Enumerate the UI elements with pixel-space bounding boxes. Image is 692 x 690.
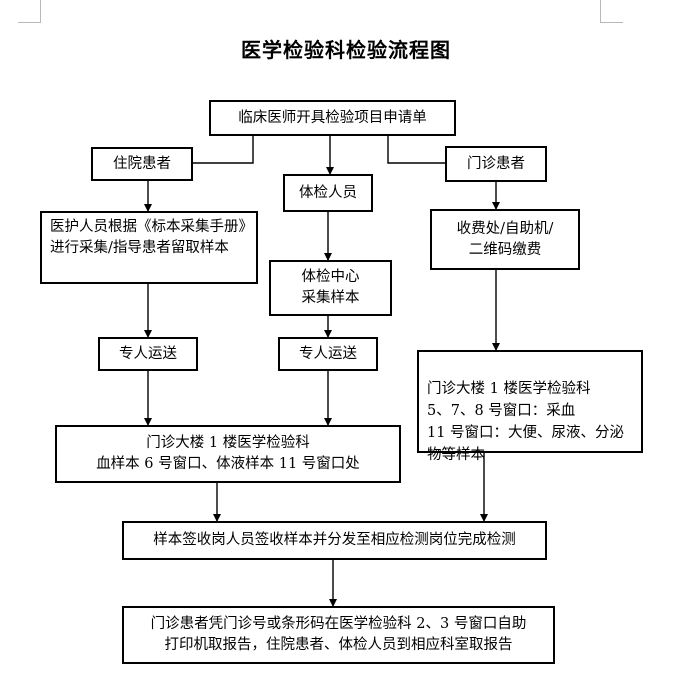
report-box: 门诊患者凭门诊号或条形码在医学检验科 2、3 号窗口自助 打印机取报告，住院患者… bbox=[122, 606, 555, 664]
outpatient-box: 门诊患者 bbox=[445, 146, 547, 182]
transport-left-label: 专人运送 bbox=[119, 345, 177, 362]
page-title: 医学检验科检验流程图 bbox=[241, 38, 451, 62]
sign-distribute-box: 样本签收岗人员签收样本并分发至相应检测岗位完成检测 bbox=[122, 521, 547, 560]
clinician-request-box: 临床医师开具检验项目申请单 bbox=[209, 100, 456, 136]
inpatient-box: 住院患者 bbox=[91, 147, 193, 181]
clinician-request-label: 临床医师开具检验项目申请单 bbox=[238, 109, 427, 126]
checkup-center-label: 体检中心 采集样本 bbox=[301, 269, 360, 306]
transport-mid-box: 专人运送 bbox=[278, 337, 378, 371]
page-corner-mark-left-v bbox=[40, 0, 41, 22]
transport-mid-label: 专人运送 bbox=[299, 345, 357, 362]
checkup-label: 体检人员 bbox=[299, 184, 357, 201]
connector-clinician-outpatient bbox=[387, 136, 445, 164]
nurse-collect-label: 医护人员根据《标本采集手册》进行采集/指导患者留取样本 bbox=[50, 219, 246, 256]
payment-box: 收费处/自助机/ 二维码缴费 bbox=[430, 209, 580, 270]
payment-label: 收费处/自助机/ 二维码缴费 bbox=[456, 220, 554, 258]
sign-distribute-label: 样本签收岗人员签收样本并分发至相应检测岗位完成检测 bbox=[153, 532, 516, 548]
connector-clinician-inpatient bbox=[193, 136, 254, 164]
page-corner-mark-right-h bbox=[600, 22, 623, 23]
page-corner-mark-left-h bbox=[18, 22, 41, 23]
checkup-box: 体检人员 bbox=[283, 174, 373, 212]
outpatient-lab-box: 门诊大楼 1 楼医学检验科 5、7、8 号窗口：采血 11 号窗口：大便、尿液、… bbox=[417, 350, 643, 463]
checkup-center-box: 体检中心 采集样本 bbox=[269, 260, 392, 316]
outpatient-label: 门诊患者 bbox=[467, 155, 525, 172]
transport-left-box: 专人运送 bbox=[98, 337, 198, 371]
lab-receive-point-box: 门诊大楼 1 楼医学检验科 血样本 6 号窗口、体液样本 11 号窗口处 bbox=[55, 425, 401, 483]
page-corner-mark-right-v bbox=[600, 0, 601, 22]
nurse-collect-box: 医护人员根据《标本采集手册》进行采集/指导患者留取样本 bbox=[40, 211, 258, 284]
lab-receive-point-label: 门诊大楼 1 楼医学检验科 血样本 6 号窗口、体液样本 11 号窗口处 bbox=[96, 435, 360, 472]
outpatient-lab-label: 门诊大楼 1 楼医学检验科 5、7、8 号窗口：采血 11 号窗口：大便、尿液、… bbox=[427, 381, 625, 463]
inpatient-label: 住院患者 bbox=[113, 155, 171, 172]
report-label: 门诊患者凭门诊号或条形码在医学检验科 2、3 号窗口自助 打印机取报告，住院患者… bbox=[150, 616, 527, 653]
